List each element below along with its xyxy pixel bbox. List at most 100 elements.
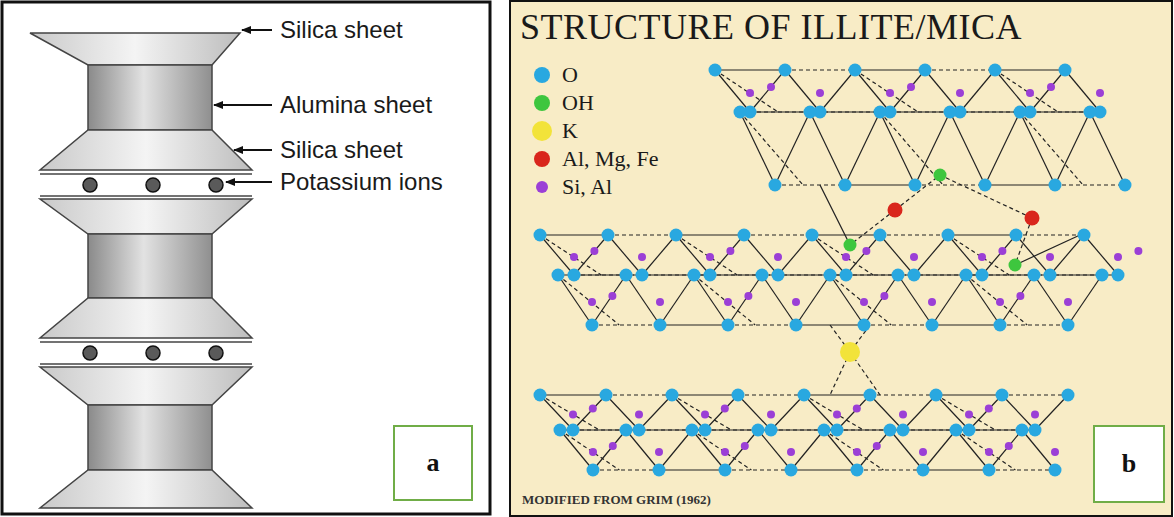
atom <box>666 389 679 402</box>
atom <box>756 269 769 282</box>
atom <box>860 298 868 306</box>
atom <box>1016 292 1024 300</box>
atom <box>853 448 861 456</box>
atom <box>721 448 729 456</box>
atom <box>965 411 973 419</box>
atom <box>942 229 955 242</box>
atom <box>1084 106 1097 119</box>
bond-line <box>864 275 898 325</box>
atom <box>719 464 732 477</box>
atom <box>989 64 1002 77</box>
atom <box>928 298 936 306</box>
atom <box>726 247 734 255</box>
atom <box>849 64 862 77</box>
bond-line <box>950 112 985 185</box>
bond-line <box>659 430 692 470</box>
atom <box>833 411 841 419</box>
atom <box>998 247 1006 255</box>
bond-line <box>1020 112 1083 185</box>
bond-line <box>850 210 895 245</box>
bond-line <box>593 469 659 470</box>
bond-line <box>880 112 943 185</box>
bond-line <box>785 69 855 70</box>
atom <box>1049 464 1062 477</box>
bond-line <box>592 275 626 325</box>
bond-line <box>940 175 1032 218</box>
bond-line <box>995 69 1065 70</box>
atom <box>919 448 927 456</box>
legend-swatch <box>536 181 548 193</box>
atom <box>567 424 580 437</box>
bond-line <box>1020 112 1055 185</box>
atom <box>919 64 932 77</box>
bond-line <box>932 324 1000 325</box>
bond-line <box>1002 394 1068 395</box>
atom <box>765 424 778 437</box>
bond-line <box>785 70 820 112</box>
atom <box>785 464 798 477</box>
bond-line <box>608 234 676 235</box>
potassium-ion <box>83 178 223 360</box>
legend-swatch <box>534 67 550 83</box>
atom <box>774 253 782 261</box>
bond-line <box>660 275 694 325</box>
atom <box>779 64 792 77</box>
atom <box>767 411 775 419</box>
atom <box>839 179 852 192</box>
bond-line <box>820 70 855 112</box>
atom <box>978 253 986 261</box>
bond-line <box>915 184 985 185</box>
atom <box>824 269 837 282</box>
atom <box>853 405 861 413</box>
atom <box>635 411 643 419</box>
atom <box>586 319 599 332</box>
atom <box>724 298 732 306</box>
legend-swatch <box>534 95 550 111</box>
bond-line <box>855 70 890 112</box>
bond-line <box>890 430 923 470</box>
atom <box>587 464 600 477</box>
atom <box>956 89 964 97</box>
bond-line <box>715 70 778 112</box>
bond-line <box>914 235 948 275</box>
atom <box>886 89 894 97</box>
bond-line <box>775 184 845 185</box>
bond-line <box>956 430 1015 470</box>
atom <box>1047 83 1055 91</box>
atom <box>979 179 992 192</box>
bond-line <box>775 112 810 185</box>
bond-line <box>725 469 791 470</box>
atom <box>963 424 976 437</box>
bond-line <box>1090 112 1125 185</box>
bond-line <box>725 430 758 470</box>
atom <box>884 424 897 437</box>
bond-line <box>1022 430 1055 470</box>
bond-line <box>830 275 891 325</box>
bond-line <box>830 275 864 325</box>
bond-line <box>1034 275 1068 325</box>
atom <box>570 253 578 261</box>
atom <box>1112 269 1125 282</box>
atom <box>934 169 947 182</box>
bond-line <box>560 430 619 470</box>
bond-line <box>626 430 659 470</box>
panel-background <box>510 1 1172 516</box>
atom <box>842 253 850 261</box>
atom <box>1051 448 1059 456</box>
bond-line <box>694 275 728 325</box>
bond-line <box>758 430 791 470</box>
bond-line <box>778 235 812 275</box>
atom <box>790 319 803 332</box>
bond-line <box>820 185 850 245</box>
panel-letter-box: a <box>393 425 473 501</box>
bond-line <box>574 235 608 275</box>
atom <box>858 319 871 332</box>
atom <box>985 448 993 456</box>
atom <box>892 269 905 282</box>
bond-line <box>710 235 744 275</box>
bond-line <box>985 112 1020 185</box>
bond-line <box>1000 275 1034 325</box>
bond-line <box>903 395 936 430</box>
atom <box>688 269 701 282</box>
bond-line <box>880 234 948 235</box>
